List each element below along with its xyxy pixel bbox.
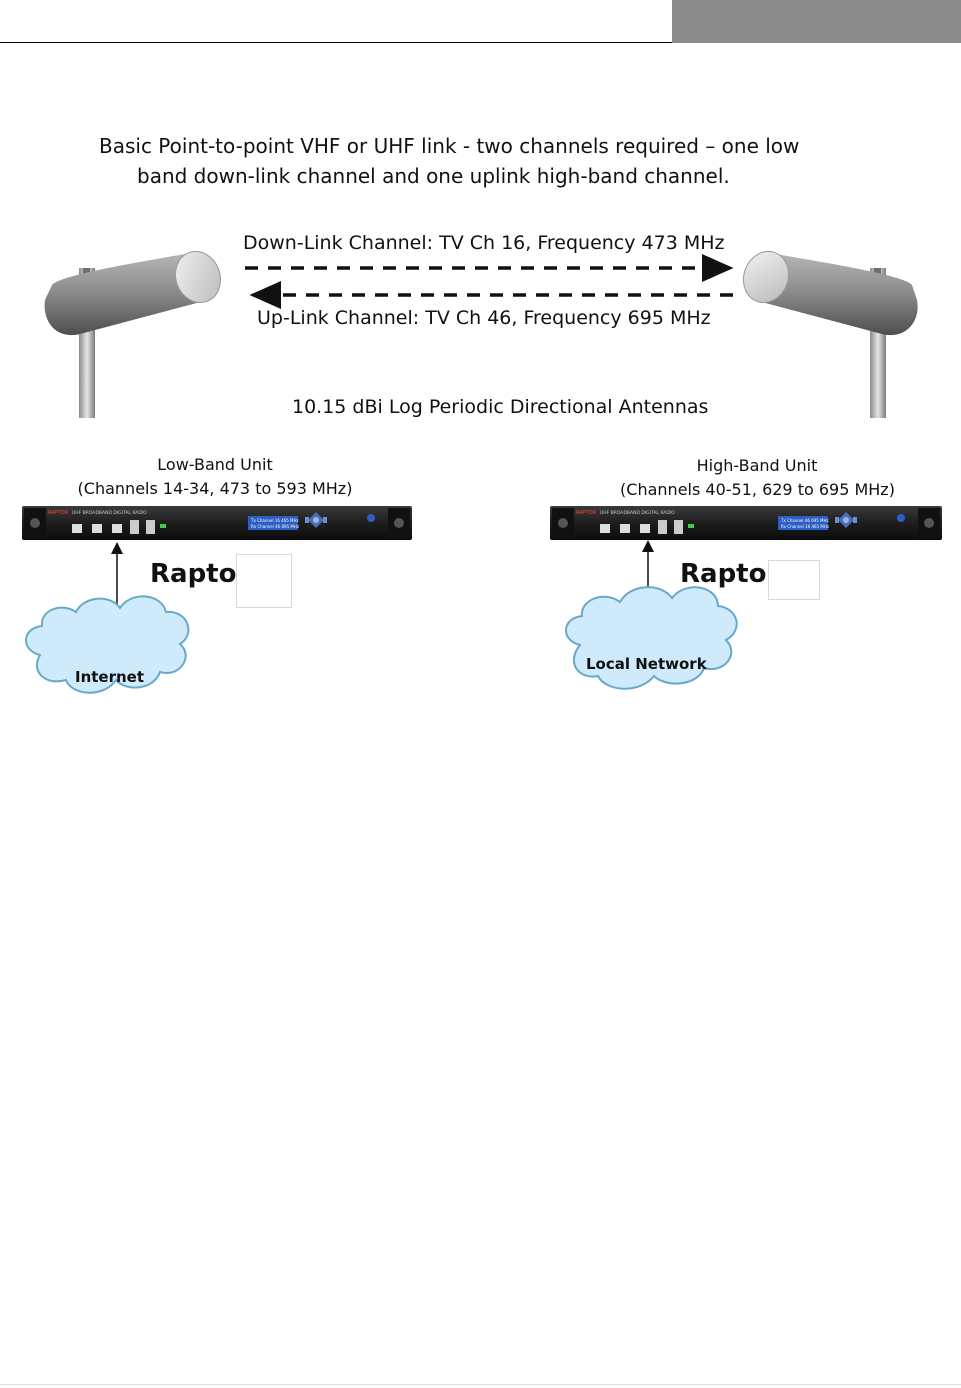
uplink-label: Up-Link Channel: TV Ch 46, Frequency 695… (257, 307, 711, 329)
header-block (672, 0, 961, 43)
antenna-caption: 10.15 dBi Log Periodic Directional Anten… (292, 396, 709, 418)
low-unit-model-text: UHF BROADBAND DIGITAL RADIO (72, 510, 147, 516)
high-band-unit-range: (Channels 40-51, 629 to 695 MHz) (620, 480, 895, 499)
header-rule (0, 42, 672, 43)
internet-label: Internet (75, 668, 145, 686)
diagram-title-line-2: band down-link channel and one uplink hi… (137, 164, 730, 188)
low-unit-product-tag-box (236, 554, 292, 608)
low-band-radio-unit: RAPTOR UHF BROADBAND DIGITAL RADIO Tx Ch… (22, 506, 412, 540)
high-unit-brand-text: RAPTOR (576, 510, 597, 516)
low-band-unit-title: Low-Band Unit (157, 455, 273, 474)
high-unit-model-text: UHF BROADBAND DIGITAL RADIO (600, 510, 675, 516)
high-band-radio-unit: RAPTOR UHF BROADBAND DIGITAL RADIO Tx Ch… (550, 506, 942, 540)
local-network-label: Local Network (586, 655, 707, 673)
internet-cloud-icon (25, 595, 190, 694)
antenna-link-graphic (44, 250, 918, 418)
local-network-cloud-icon (565, 586, 738, 690)
right-antenna-icon (742, 250, 918, 418)
footer-rule (0, 1384, 961, 1385)
low-unit-lcd-line-2: Rx Channel 46 695 MHz (251, 524, 299, 529)
low-unit-product-name: Raptor (150, 559, 250, 589)
low-band-unit-range: (Channels 14-34, 473 to 593 MHz) (77, 479, 353, 498)
low-unit-lcd-line-1: Tx Channel 16 465 MHz (250, 518, 299, 523)
high-band-unit-title: High-Band Unit (696, 456, 818, 475)
high-unit-product-name: Raptor (680, 559, 780, 589)
low-unit-brand-text: RAPTOR (48, 510, 69, 516)
hardware-network-graphic: RAPTOR UHF BROADBAND DIGITAL RADIO Tx Ch… (22, 506, 942, 694)
high-unit-lcd-line-1: Tx Channel 46 695 MHz (780, 518, 829, 523)
left-antenna-icon (44, 250, 222, 418)
high-unit-lcd-line-2: Rx Channel 16 465 MHz (781, 524, 829, 529)
high-unit-keypad-icon (835, 512, 857, 528)
downlink-label: Down-Link Channel: TV Ch 16, Frequency 4… (243, 232, 725, 254)
diagram-title-line-1: Basic Point-to-point VHF or UHF link - t… (99, 134, 800, 158)
low-unit-keypad-icon (305, 512, 327, 528)
high-unit-product-tag-box (768, 560, 820, 600)
